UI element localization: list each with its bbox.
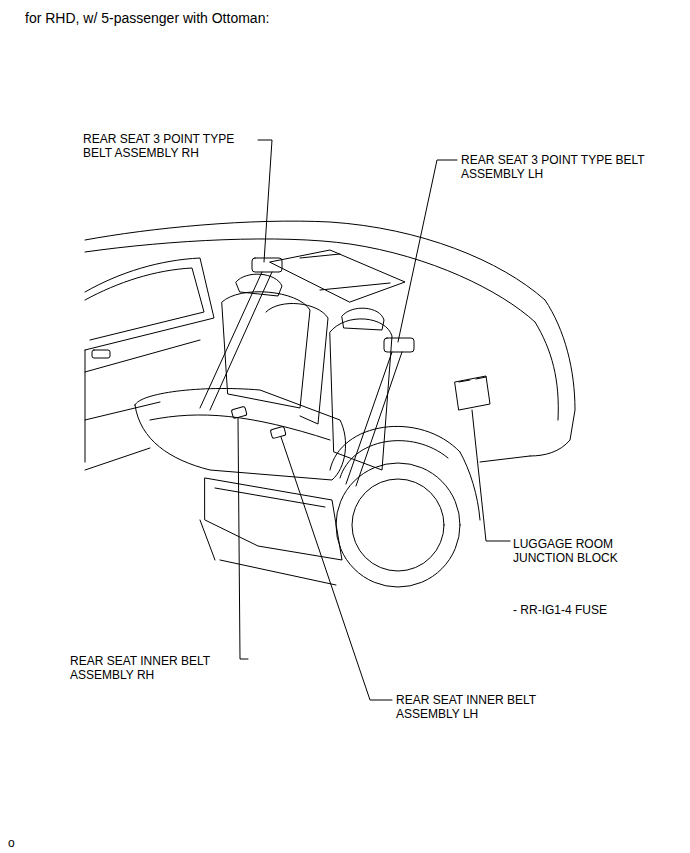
rear-seat-part — [150, 415, 330, 440]
rear-seat-part — [205, 478, 342, 560]
vehicle-body-part — [270, 250, 405, 302]
leader-lines-part — [258, 140, 272, 262]
vehicle-body-part — [85, 448, 150, 470]
leader-lines-part — [472, 410, 510, 541]
rear-seat-part — [330, 319, 392, 470]
fuse-name: - RR-IG1-4 FUSE — [513, 603, 607, 617]
part-name: REAR SEAT INNER BELT ASSEMBLY RH — [70, 654, 242, 682]
seat-belts-part — [231, 406, 247, 418]
vehicle-body-part — [460, 452, 480, 520]
vehicle-body-part — [200, 520, 215, 560]
rear-seat-part — [266, 303, 328, 424]
seat-belts — [200, 258, 414, 486]
vehicle-body-part — [336, 463, 460, 587]
part-name: REAR SEAT 3 POINT TYPE BELT ASSEMBLY LH — [461, 153, 646, 181]
vehicle-body-part — [85, 268, 204, 340]
seat-belts-part — [200, 272, 272, 410]
part-name: LUGGAGE ROOM JUNCTION BLOCK — [513, 537, 638, 565]
rear-seat — [135, 274, 392, 560]
vehicle-body-part — [85, 350, 86, 462]
vehicle-body-part — [352, 479, 444, 571]
seat-belts-part — [384, 338, 414, 352]
junction-block-part — [455, 376, 490, 410]
leader-lines-part — [398, 160, 457, 342]
vehicle-body-part — [340, 441, 448, 478]
rear-seat-part — [135, 388, 346, 480]
junction-block — [455, 376, 490, 410]
vehicle-body-part — [530, 300, 575, 456]
part-name: REAR SEAT INNER BELT ASSEMBLY LH — [396, 693, 568, 721]
rear-seat-part — [215, 488, 325, 507]
seat-belts-part — [252, 258, 282, 272]
junction-block-part — [459, 377, 486, 382]
vehicle-body — [85, 221, 575, 587]
leader-lines — [238, 140, 510, 700]
page-title: for RHD, w/ 5-passenger with Ottoman: — [25, 10, 269, 27]
vehicle-body-part — [92, 350, 110, 358]
vehicle-body-part — [535, 322, 558, 420]
rear-seat-part — [222, 292, 310, 408]
seat-belts-part — [346, 352, 402, 486]
leader-lines-part — [238, 418, 248, 659]
vehicle-body-part — [85, 340, 200, 420]
vehicle-body-part — [300, 254, 390, 290]
vehicle-body-part — [480, 456, 530, 462]
vehicle-body-part — [85, 258, 214, 350]
vehicle-body-part — [220, 560, 336, 585]
page-mark: o — [8, 836, 15, 850]
vehicle-body-part — [85, 221, 545, 300]
part-name: REAR SEAT 3 POINT TYPE BELT ASSEMBLY RH — [83, 132, 263, 160]
seat-belts-part — [270, 426, 286, 438]
leader-lines-part — [281, 437, 392, 700]
rear-seat-part — [342, 308, 384, 330]
